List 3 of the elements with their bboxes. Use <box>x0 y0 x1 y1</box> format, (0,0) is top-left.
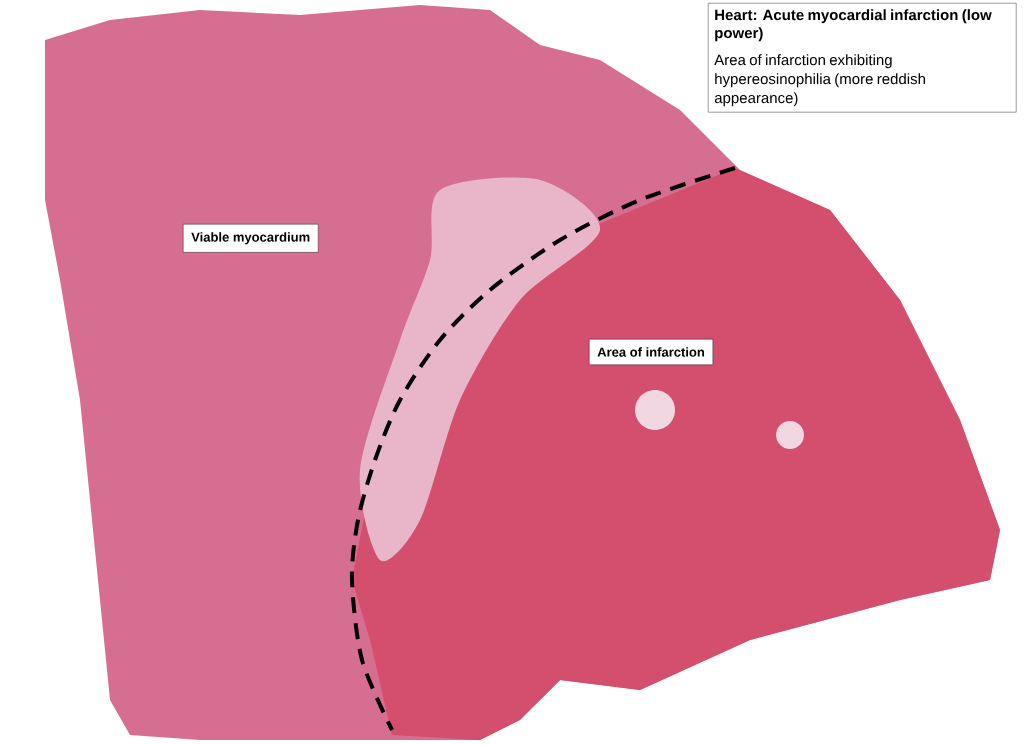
caption-box: Heart: Acute myocardial infarction (low power) Area of infarction exhibiting hypereosinophilia (more reddish appearance) <box>708 3 1017 113</box>
label-box: Viable myocardium <box>183 224 319 253</box>
label-box: Area of infarction <box>589 339 714 365</box>
